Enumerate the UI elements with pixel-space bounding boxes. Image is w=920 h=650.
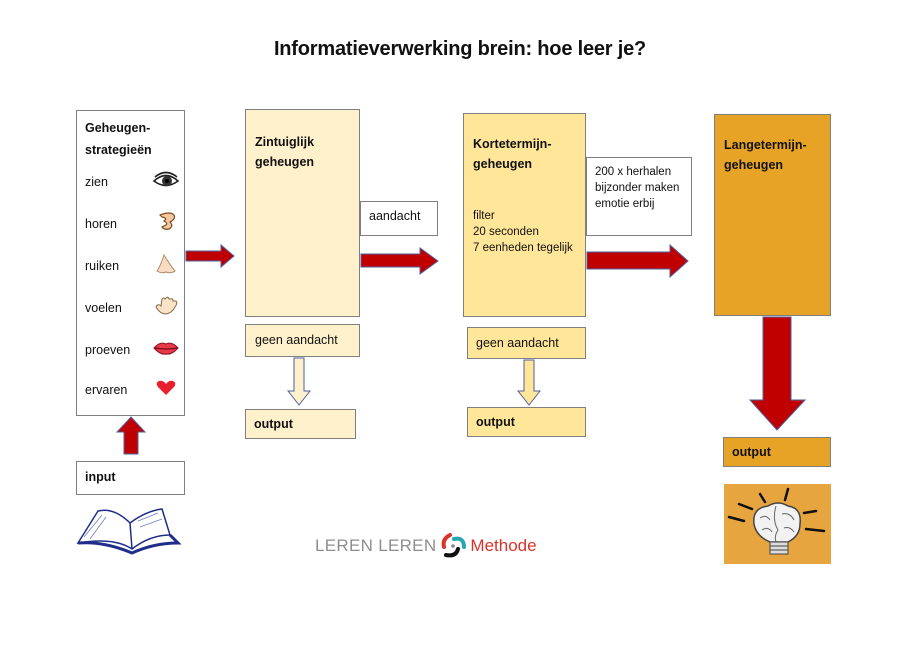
strategy-item-zien: zien	[85, 169, 180, 199]
lips-icon	[152, 337, 180, 359]
brain-lightbulb-icon	[724, 484, 831, 564]
short-term-no-attention-box: geen aandacht	[467, 327, 586, 359]
input-up-arrow	[115, 416, 147, 461]
long-term-title-line1: Langetermijn-	[724, 138, 807, 152]
short-term-details: filter 20 seconden 7 eenheden tegelijk	[473, 208, 573, 256]
strategies-heading-line1: Geheugen-	[85, 121, 151, 135]
short-term-detail: 20 seconden	[473, 226, 539, 238]
short-term-output-box: output	[467, 407, 586, 437]
short-term-title: Kortetermijn- geheugen	[473, 134, 551, 174]
rehearsal-strategy: 200 x herhalen	[595, 166, 672, 178]
strategies-heading-line2: strategieën	[85, 143, 152, 157]
long-term-output-box: output	[723, 437, 831, 467]
arrow-to-short-term	[360, 247, 440, 280]
rehearsal-strategy: emotie erbij	[595, 198, 655, 210]
short-term-memory-box: Kortetermijn- geheugen filter 20 seconde…	[463, 113, 586, 317]
arrow-to-long-term	[586, 243, 690, 283]
short-term-title-line2: geheugen	[473, 157, 533, 171]
strategy-label: proeven	[85, 343, 131, 357]
strategy-label: zien	[85, 175, 108, 189]
strategies-heading: Geheugen- strategieën	[85, 117, 152, 161]
short-term-down-arrow	[516, 359, 542, 412]
strategy-label: ervaren	[85, 383, 128, 397]
page-title: Informatieverwerking brein: hoe leer je?	[273, 38, 647, 60]
sensory-output-box: output	[245, 409, 356, 439]
open-book-icon	[74, 507, 184, 560]
long-term-title: Langetermijn- geheugen	[724, 135, 807, 175]
input-box: input	[76, 461, 185, 495]
sensory-memory-box: Zintuiglijk geheugen	[245, 109, 360, 317]
arrow-to-sensory	[185, 243, 235, 273]
eye-icon	[152, 169, 180, 191]
strategy-item-ruiken: ruiken	[85, 253, 180, 283]
sensory-title-line1: Zintuiglijk	[255, 135, 315, 149]
hand-icon	[152, 295, 180, 317]
sensory-output-label: output	[254, 417, 293, 431]
sensory-no-attention-label: geen aandacht	[255, 333, 338, 347]
leren-leren-logo: LEREN LEREN Methode	[315, 533, 537, 559]
strategy-item-ervaren: ervaren	[85, 377, 180, 407]
logo-swirl-icon	[438, 533, 468, 559]
short-term-output-label: output	[476, 415, 515, 429]
sensory-no-attention-box: geen aandacht	[245, 324, 360, 357]
strategy-label: ruiken	[85, 259, 120, 273]
ear-icon	[152, 211, 180, 233]
sensory-title-line2: geheugen	[255, 155, 315, 169]
sensory-memory-title: Zintuiglijk geheugen	[255, 132, 314, 172]
attention-label: aandacht	[369, 209, 421, 223]
heart-icon	[152, 377, 180, 399]
rehearsal-strategy: bijzonder maken	[595, 182, 680, 194]
strategy-item-proeven: proeven	[85, 337, 180, 367]
strategy-item-horen: horen	[85, 211, 180, 241]
short-term-detail: filter	[473, 210, 495, 222]
strategy-label: voelen	[85, 301, 122, 315]
attention-box: aandacht	[360, 201, 438, 236]
nose-icon	[152, 253, 180, 275]
short-term-detail: 7 eenheden tegelijk	[473, 242, 573, 254]
memory-strategies-box: Geheugen- strategieën zien horen ruiken …	[76, 110, 185, 416]
rehearsal-strategies-box: 200 x herhalen bijzonder maken emotie er…	[586, 157, 692, 236]
long-term-down-arrow	[748, 316, 807, 437]
long-term-title-line2: geheugen	[724, 158, 784, 172]
sensory-down-arrow	[286, 357, 312, 412]
strategy-label: horen	[85, 217, 117, 231]
short-term-title-line1: Kortetermijn-	[473, 137, 552, 151]
input-label: input	[85, 470, 116, 484]
logo-text-methode: Methode	[470, 536, 537, 555]
short-term-no-attention-label: geen aandacht	[476, 336, 559, 350]
strategy-item-voelen: voelen	[85, 295, 180, 325]
rehearsal-strategies-list: 200 x herhalen bijzonder maken emotie er…	[595, 164, 679, 212]
logo-text-leren-leren: LEREN LEREN	[315, 536, 437, 555]
long-term-memory-box: Langetermijn- geheugen	[714, 114, 831, 316]
long-term-output-label: output	[732, 445, 771, 459]
